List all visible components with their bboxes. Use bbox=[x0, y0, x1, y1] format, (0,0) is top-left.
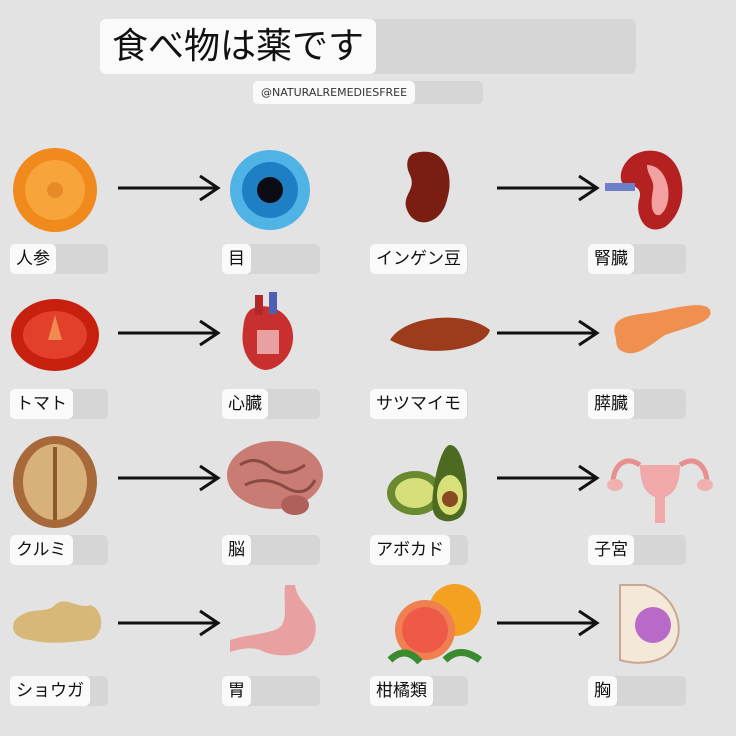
avocado-icon bbox=[385, 435, 495, 534]
citrus-icon bbox=[385, 580, 495, 679]
food-label: クルミ bbox=[10, 535, 73, 565]
arrow-icon bbox=[497, 608, 601, 638]
brain-icon bbox=[225, 435, 335, 534]
food-label: アボカド bbox=[370, 535, 450, 565]
organ-label: 脳 bbox=[222, 535, 251, 565]
food-label: 人参 bbox=[10, 244, 56, 274]
uterus-icon bbox=[605, 435, 715, 534]
arrow-icon bbox=[118, 608, 222, 638]
food-label: 柑橘類 bbox=[370, 676, 433, 706]
food-label: トマト bbox=[10, 389, 73, 419]
food-label: インゲン豆 bbox=[370, 244, 467, 274]
organ-label: 胃 bbox=[222, 676, 251, 706]
page-title: 食べ物は薬です bbox=[100, 19, 377, 74]
organ-label: 目 bbox=[222, 244, 251, 274]
organ-label: 胸 bbox=[588, 676, 617, 706]
food-label: サツマイモ bbox=[370, 389, 467, 419]
arrow-icon bbox=[118, 173, 222, 203]
breast-icon bbox=[605, 580, 715, 679]
organ-label: 膵臓 bbox=[588, 389, 634, 419]
arrow-icon bbox=[497, 463, 601, 493]
eye-icon bbox=[225, 145, 335, 244]
arrow-icon bbox=[497, 173, 601, 203]
arrow-icon bbox=[118, 318, 222, 348]
pancreas-icon bbox=[605, 290, 715, 389]
arrow-icon bbox=[118, 463, 222, 493]
carrot-slice-icon bbox=[10, 145, 120, 244]
heart-icon bbox=[225, 290, 335, 389]
organ-label: 子宮 bbox=[588, 535, 634, 565]
tomato-icon bbox=[10, 290, 120, 389]
source-handle: @NATURALREMEDIESFREE bbox=[253, 81, 416, 104]
sweet-potato-icon bbox=[385, 290, 495, 389]
arrow-icon bbox=[497, 318, 601, 348]
walnut-icon bbox=[10, 435, 120, 534]
kidney-icon bbox=[605, 145, 715, 244]
organ-label: 腎臓 bbox=[588, 244, 634, 274]
organ-label: 心臓 bbox=[222, 389, 268, 419]
stomach-icon bbox=[225, 580, 335, 679]
kidney-bean-icon bbox=[385, 145, 495, 244]
food-label: ショウガ bbox=[10, 676, 90, 706]
ginger-icon bbox=[10, 580, 120, 679]
